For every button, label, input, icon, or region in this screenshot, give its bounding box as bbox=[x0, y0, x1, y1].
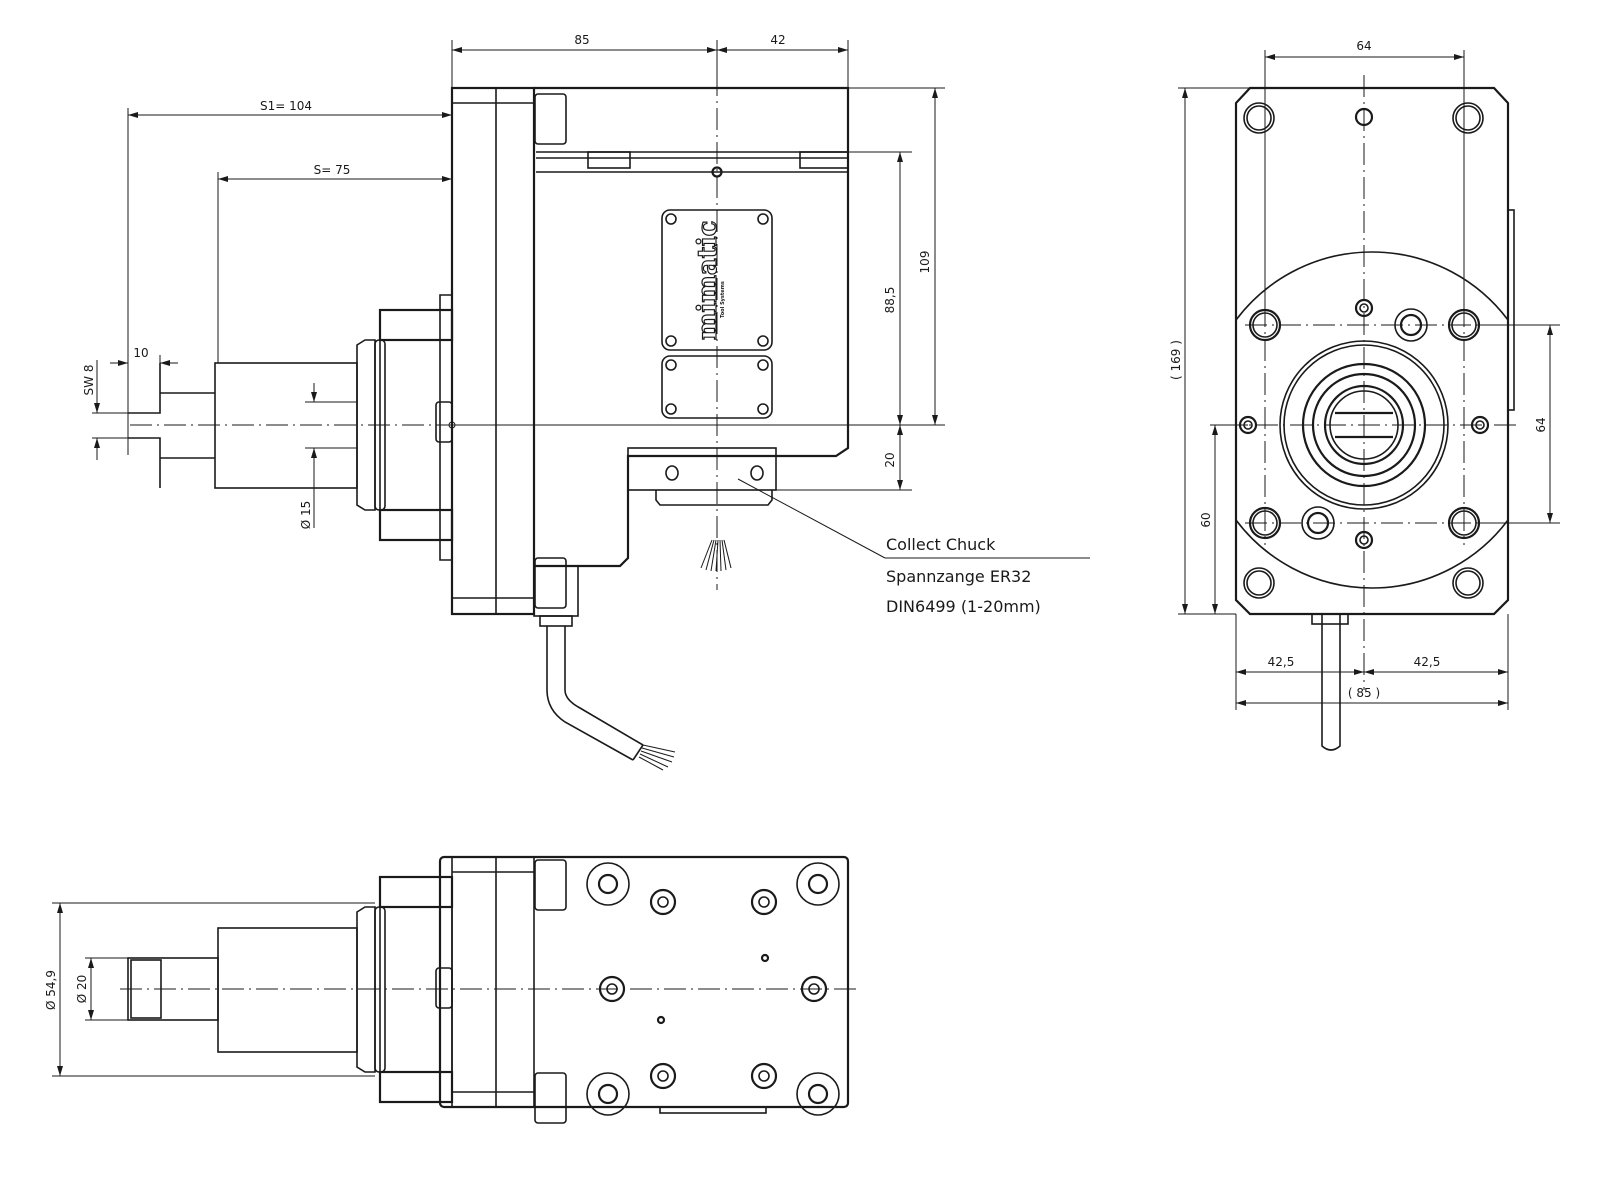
angle-head-body bbox=[534, 86, 850, 568]
dimension-85: 85 bbox=[451, 33, 718, 88]
dimension-front-64-right: 64 bbox=[1480, 324, 1560, 524]
callout-line-2: Spannzange ER32 bbox=[886, 567, 1031, 586]
dimension-front-60: 60 bbox=[1199, 424, 1248, 614]
dimension-dia-15: Ø 15 bbox=[299, 383, 357, 529]
brand-logo: mimatic bbox=[693, 221, 723, 340]
cable bbox=[546, 626, 634, 761]
dimension-dia-54-9: Ø 54,9 bbox=[44, 902, 375, 1077]
top-view: Ø 54,9 Ø 20 bbox=[44, 855, 860, 1124]
svg-text:85: 85 bbox=[574, 33, 589, 47]
svg-text:42: 42 bbox=[770, 33, 785, 47]
dimension-10: 10 bbox=[110, 346, 178, 366]
svg-text:( 169 ): ( 169 ) bbox=[1169, 340, 1183, 380]
svg-text:64: 64 bbox=[1356, 39, 1371, 53]
svg-text:Ø 54,9: Ø 54,9 bbox=[44, 970, 58, 1010]
svg-text:109: 109 bbox=[918, 251, 932, 274]
svg-text:88,5: 88,5 bbox=[883, 287, 897, 314]
cable-wires-icon bbox=[638, 744, 676, 771]
dimension-front-42-5: 42,5 42,5 bbox=[1235, 614, 1509, 710]
svg-text:42,5: 42,5 bbox=[1414, 655, 1441, 669]
svg-text:42,5: 42,5 bbox=[1268, 655, 1295, 669]
coolant-spray-icon bbox=[700, 539, 732, 572]
callout-line-1: Collect Chuck bbox=[886, 535, 996, 554]
dimension-sw8: SW 8 bbox=[82, 360, 128, 460]
dimension-s1: S1= 104 bbox=[127, 99, 452, 455]
svg-text:S1= 104: S1= 104 bbox=[260, 99, 312, 113]
svg-text:( 85 ): ( 85 ) bbox=[1348, 686, 1380, 700]
svg-text:SW 8: SW 8 bbox=[82, 365, 96, 396]
front-plate bbox=[1234, 86, 1510, 616]
svg-text:64: 64 bbox=[1534, 417, 1548, 432]
svg-text:Ø 15: Ø 15 bbox=[299, 501, 313, 530]
dimension-88-5: 88,5 bbox=[848, 151, 912, 425]
top-drive-shaft bbox=[217, 927, 358, 1053]
mounting-flange bbox=[450, 86, 536, 616]
front-view: 64 ( 169 ) 60 64 42,5 42,5 bbox=[1169, 39, 1560, 751]
mounting-holes bbox=[1238, 102, 1490, 599]
svg-text:20: 20 bbox=[883, 452, 897, 467]
brand-tagline: Tool Systems bbox=[720, 281, 726, 318]
dimension-20: 20 bbox=[776, 425, 912, 491]
svg-text:60: 60 bbox=[1199, 512, 1213, 527]
dimension-front-169: ( 169 ) bbox=[1169, 87, 1250, 615]
svg-text:Ø 20: Ø 20 bbox=[75, 975, 89, 1004]
callout-line-3: DIN6499 (1-20mm) bbox=[886, 597, 1041, 616]
cable-stub bbox=[1321, 614, 1341, 751]
side-view: mimatic Tool Systems bbox=[82, 33, 1090, 771]
dimension-109: 109 bbox=[848, 87, 945, 426]
dimension-42: 42 bbox=[717, 33, 849, 88]
dimension-s: S= 75 bbox=[217, 163, 452, 363]
dimension-dia-20: Ø 20 bbox=[75, 957, 128, 1021]
dimension-front-64-top: 64 bbox=[1264, 39, 1465, 310]
dimension-front-85: ( 85 ) bbox=[1236, 686, 1508, 706]
svg-text:10: 10 bbox=[133, 346, 148, 360]
shank-collar bbox=[356, 339, 376, 511]
collet-chuck-callout: Collect Chuck Spannzange ER32 DIN6499 (1… bbox=[737, 478, 1090, 616]
svg-text:S= 75: S= 75 bbox=[314, 163, 351, 177]
top-housing bbox=[438, 855, 850, 1109]
